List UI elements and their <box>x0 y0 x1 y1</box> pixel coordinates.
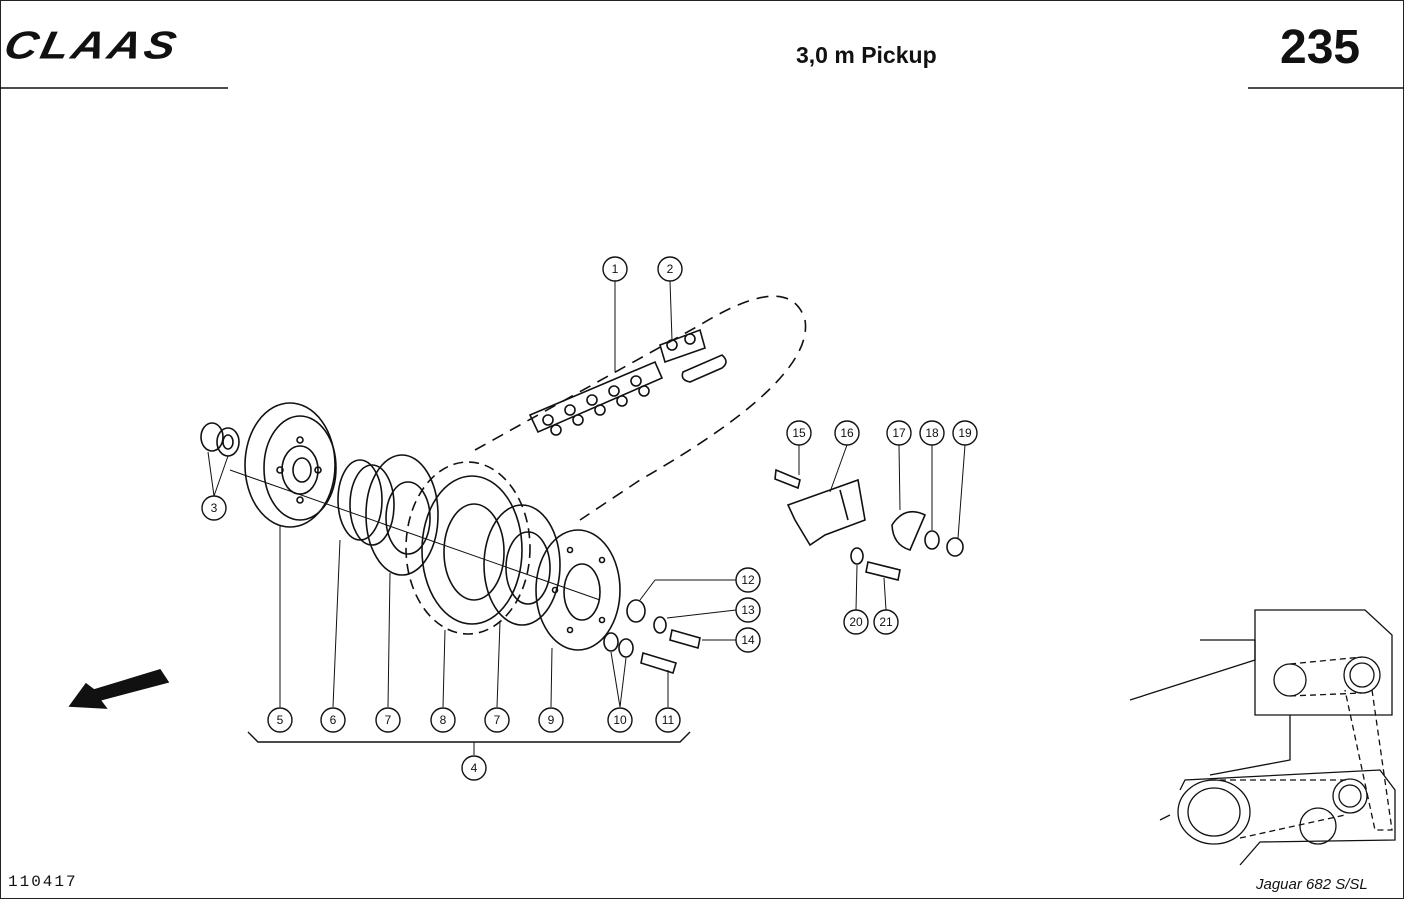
guide-17 <box>891 510 927 551</box>
svg-text:19: 19 <box>958 426 972 440</box>
svg-text:5: 5 <box>277 713 284 727</box>
washer-10a <box>603 632 619 652</box>
svg-text:16: 16 <box>840 426 854 440</box>
washer-pair <box>200 422 240 457</box>
callout-2: 2 <box>657 256 683 282</box>
bolt-14 <box>669 628 701 650</box>
sprocket <box>405 461 531 635</box>
callout-1: 1 <box>602 256 628 282</box>
svg-text:14: 14 <box>741 633 755 647</box>
pressure-plate <box>535 529 621 651</box>
bolt-15 <box>774 468 801 490</box>
callout-16: 16 <box>834 420 860 446</box>
machine-overview-inset <box>1129 609 1396 866</box>
assembly-bracket <box>247 731 691 743</box>
svg-text:4: 4 <box>471 761 478 775</box>
svg-text:7: 7 <box>385 713 392 727</box>
callout-7: 7 <box>375 707 401 733</box>
washer-20 <box>850 547 864 565</box>
callout-8: 8 <box>430 707 456 733</box>
callout-3: 3 <box>201 495 227 521</box>
bolt-21 <box>865 561 901 581</box>
svg-text:12: 12 <box>741 573 755 587</box>
svg-text:7: 7 <box>494 713 501 727</box>
callout-18: 18 <box>919 420 945 446</box>
bracket-slot <box>839 489 849 521</box>
callout-19: 19 <box>952 420 978 446</box>
washer-10b <box>618 638 634 658</box>
svg-text:6: 6 <box>330 713 337 727</box>
callout-4: 4 <box>461 755 487 781</box>
callout-14: 14 <box>735 627 761 653</box>
callout-13: 13 <box>735 597 761 623</box>
leader-lines <box>207 280 966 755</box>
svg-text:8: 8 <box>440 713 447 727</box>
callout-21: 21 <box>873 609 899 635</box>
washer-18 <box>924 530 940 550</box>
washer-13 <box>653 616 667 634</box>
svg-text:10: 10 <box>613 713 627 727</box>
svg-text:9: 9 <box>548 713 555 727</box>
nut-19 <box>946 537 964 557</box>
svg-text:3: 3 <box>211 501 218 515</box>
callout-7b: 7 <box>484 707 510 733</box>
washer-12 <box>626 599 646 623</box>
shaft-axis <box>229 469 601 601</box>
svg-text:11: 11 <box>662 713 675 727</box>
callout-9: 9 <box>538 707 564 733</box>
roller-chain <box>528 360 664 436</box>
bracket-16 <box>786 478 866 547</box>
svg-text:17: 17 <box>892 426 906 440</box>
direction-arrow-icon <box>68 669 170 709</box>
document-id: 110417 <box>8 873 78 891</box>
callout-20: 20 <box>843 609 869 635</box>
callout-6: 6 <box>320 707 346 733</box>
page-number: 235 <box>1280 21 1361 74</box>
callout-15: 15 <box>786 420 812 446</box>
callout-10: 10 <box>607 707 633 733</box>
callout-17: 17 <box>886 420 912 446</box>
model-label: Jaguar 682 S/SL <box>1256 876 1368 893</box>
page-title: 3,0 m Pickup <box>796 42 937 68</box>
friction-disc-2 <box>483 504 561 626</box>
callout-markers: 1 2 3 4 5 6 7 8 7 9 10 11 12 13 14 15 16… <box>201 256 978 781</box>
svg-text:20: 20 <box>849 615 863 629</box>
callout-5: 5 <box>267 707 293 733</box>
hub-flange <box>244 402 337 528</box>
svg-text:13: 13 <box>741 603 755 617</box>
svg-text:2: 2 <box>667 262 674 276</box>
friction-disc <box>365 454 439 576</box>
bolt-11 <box>640 651 677 675</box>
callout-12: 12 <box>735 567 761 593</box>
connecting-link <box>659 328 727 383</box>
svg-text:21: 21 <box>879 615 893 629</box>
callout-11: 11 <box>655 707 681 733</box>
bushing <box>337 459 395 546</box>
svg-text:15: 15 <box>792 426 806 440</box>
chain-loop-dashed <box>474 295 807 521</box>
svg-text:1: 1 <box>612 262 619 276</box>
svg-text:18: 18 <box>925 426 939 440</box>
